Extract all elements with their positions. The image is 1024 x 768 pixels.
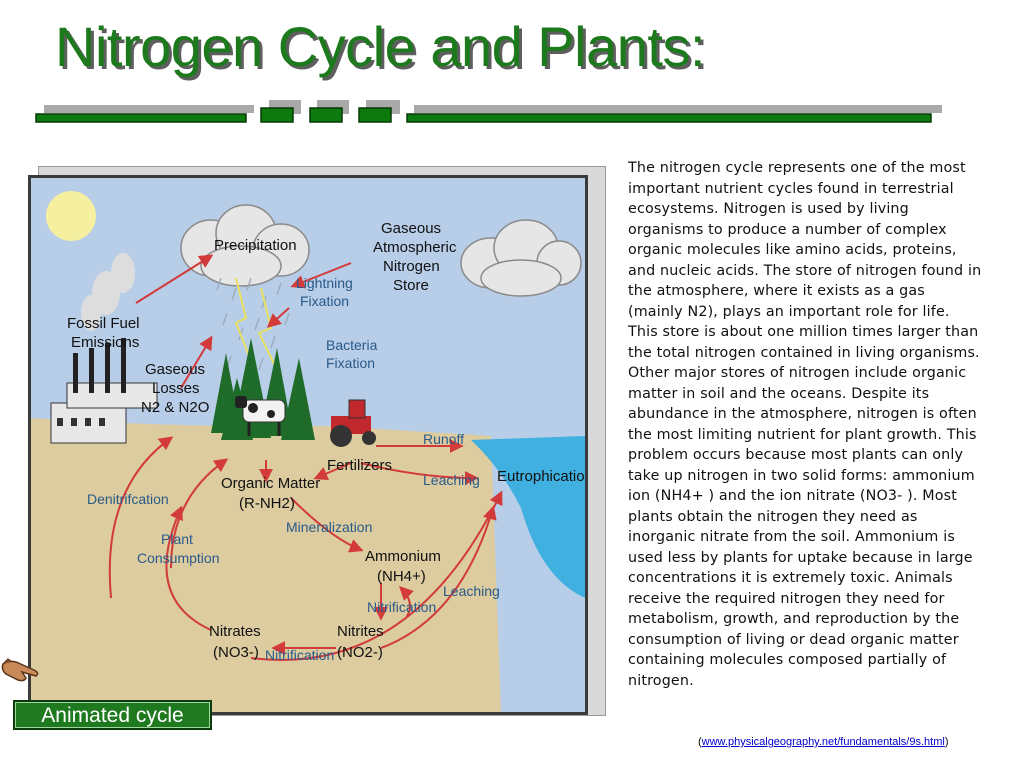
sun-icon: [46, 191, 96, 241]
rain-icon: [216, 277, 290, 371]
lightning-arrow: [266, 307, 290, 328]
cycle-arrows: [108, 254, 503, 661]
label-organic-matter: (R-NH2): [239, 495, 295, 512]
label-nitrates: Nitrates: [209, 623, 261, 640]
label-nitrification: Nitrification: [367, 599, 436, 615]
source-open-paren: (: [698, 736, 702, 748]
label-mineralization: Mineralization: [286, 519, 372, 535]
label-ammonium: Ammonium: [365, 548, 441, 565]
label-gaseous-losses: N2 & N2O: [141, 399, 209, 416]
label-gaseous-losses: Gaseous: [145, 361, 205, 378]
body-text: The nitrogen cycle represents one of the…: [628, 160, 982, 689]
label-leaching: Leaching: [423, 472, 480, 488]
factory-icon: [50, 338, 158, 444]
source-close-paren: ): [944, 736, 949, 748]
label-leaching: Leaching: [443, 583, 500, 599]
cloud-icon: [180, 204, 310, 287]
label-gaseous-atmospheric: Store: [393, 277, 429, 294]
label-fertilizers: Fertilizers: [327, 457, 392, 474]
label-nitrites: Nitrites: [337, 623, 384, 640]
label-plant-consumption: Consumption: [137, 550, 220, 566]
cloud-icon: [460, 219, 582, 297]
nitrogen-cycle-diagram: Precipitation Gaseous Atmospheric Nitrog…: [28, 175, 588, 715]
water-body: [471, 436, 585, 598]
label-fossil-fuel: Emissions: [71, 334, 139, 351]
label-lightning-fixation: Fixation: [300, 293, 349, 309]
soil-ground: [31, 418, 501, 712]
label-nitrification: Nitrification: [265, 647, 334, 663]
label-eutrophication: Eutrophication: [497, 468, 585, 485]
label-gaseous-losses: Losses: [152, 380, 200, 397]
cow-icon: [235, 396, 286, 436]
pointing-hand-icon[interactable]: [0, 654, 42, 684]
label-lightning-fixation: Lightning: [296, 275, 353, 291]
label-precipitation: Precipitation: [214, 237, 297, 254]
label-plant-consumption: Plant: [161, 531, 193, 547]
source-link[interactable]: www.physicalgeography.net/fundamentals/9…: [701, 736, 945, 748]
label-runoff: Runoff: [423, 431, 464, 447]
animated-cycle-button[interactable]: Animated cycle: [13, 700, 212, 730]
label-nitrites: (NO2-): [337, 644, 383, 661]
label-fossil-fuel: Fossil Fuel: [67, 315, 140, 332]
title-decorative-rule: [35, 100, 942, 123]
label-gaseous-atmospheric: Atmospheric: [373, 239, 457, 256]
label-bacteria-fixation: Bacteria: [326, 337, 378, 353]
label-ammonium: (NH4+): [377, 568, 426, 585]
label-bacteria-fixation: Fixation: [326, 355, 375, 371]
smoke-icon: [81, 253, 135, 331]
label-nitrates: (NO3-): [213, 644, 259, 661]
label-denitrification: Denitrifcation: [87, 491, 169, 507]
label-gaseous-atmospheric: Gaseous: [381, 220, 441, 237]
tractor-icon: [330, 399, 376, 447]
slide-title: Nitrogen Cycle and Plants:: [55, 15, 706, 78]
lightning-icon: [234, 277, 282, 379]
source-citation: (www.physicalgeography.net/fundamentals/…: [698, 736, 949, 748]
label-gaseous-atmospheric: Nitrogen: [383, 258, 440, 275]
label-organic-matter: Organic Matter: [221, 475, 320, 492]
